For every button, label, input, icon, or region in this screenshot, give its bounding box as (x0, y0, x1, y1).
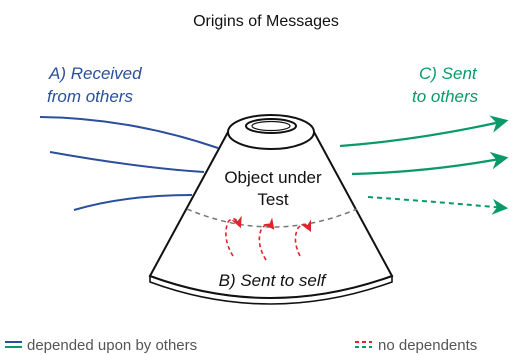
received-label-line-2: from others (47, 87, 133, 106)
cone-top-opening-inner (251, 120, 291, 132)
sent-arrow-3-dashed (367, 196, 509, 215)
diagram-title: Origins of Messages (193, 13, 339, 30)
sent-to-self-arrows (225, 215, 312, 261)
received-line-2 (49, 151, 205, 173)
received-line-1 (39, 116, 219, 149)
sent-to-others-label-line-2: to others (412, 87, 479, 106)
legend-depended-swatch (5, 341, 22, 348)
legend-no-dependents-swatch (355, 341, 372, 348)
object-under-test-cone (148, 114, 394, 305)
sent-to-self-label: B) Sent to self (219, 271, 328, 290)
self-arrow-1 (225, 215, 242, 257)
object-label-line-1: Object under (224, 168, 322, 187)
received-message-lines (39, 116, 219, 211)
cone-body (148, 131, 394, 299)
received-line-3 (73, 194, 193, 211)
sent-to-others-arrows (339, 115, 509, 215)
self-message-boundary (186, 208, 358, 228)
sent-arrow-1 (339, 115, 509, 148)
sent-arrow-2 (351, 151, 509, 176)
object-label-line-2: Test (257, 190, 288, 209)
received-label-line-1: A) Received (48, 64, 142, 83)
legend: depended upon by others no dependents (5, 337, 477, 354)
self-arrow-2 (258, 217, 275, 261)
legend-no-dependents-label: no dependents (378, 337, 477, 354)
legend-depended-label: depended upon by others (27, 337, 197, 354)
self-arrow-3 (294, 219, 312, 257)
sent-to-others-label-line-1: C) Sent (419, 64, 478, 83)
